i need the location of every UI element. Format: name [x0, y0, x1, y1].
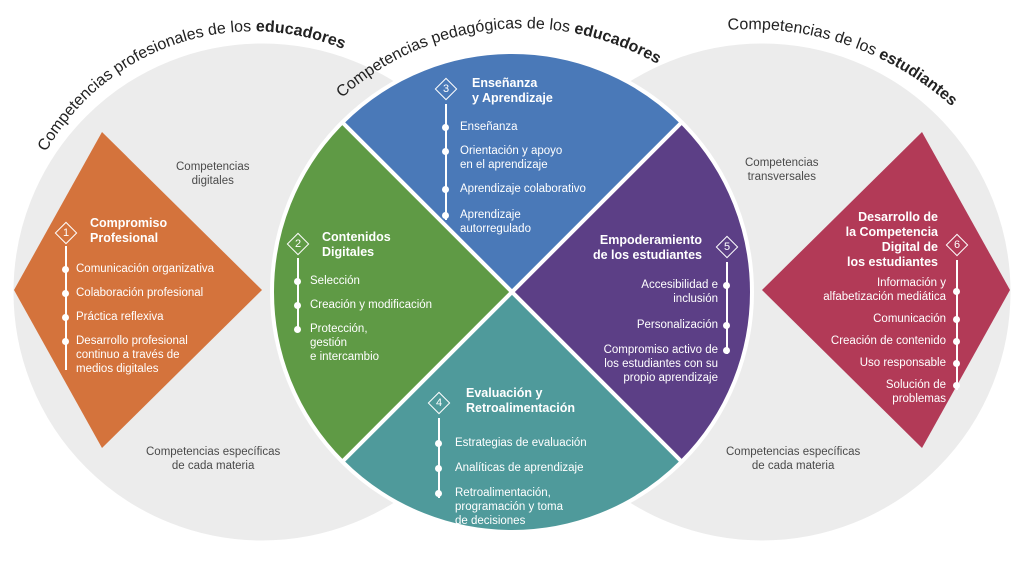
area-4-item: Analíticas de aprendizaje — [455, 462, 584, 474]
area-3-number-badge: 3 — [434, 77, 458, 101]
area-6-item: Comunicación — [873, 313, 946, 325]
area-5-shape — [512, 122, 753, 462]
area-3-item: Aprendizaje colaborativo — [460, 183, 586, 195]
area-1-item: Práctica reflexiva — [76, 311, 164, 323]
area-2-item: Creación y modificación — [310, 299, 433, 311]
area-6-number-badge: 6 — [945, 233, 969, 257]
area-4-item: Estrategias de evaluación — [455, 437, 587, 449]
area-1-item: Comunicación organizativa — [76, 263, 215, 275]
area-1-shape — [14, 132, 262, 448]
area-4-shape — [342, 292, 682, 533]
area-2-shape — [271, 122, 512, 462]
area-5-item: Personalización — [636, 319, 718, 331]
area-3-shape — [342, 51, 682, 292]
area-2-number-badge: 2 — [286, 232, 310, 256]
area-5-number-badge: 5 — [715, 235, 739, 259]
area-6-shape — [762, 132, 1010, 448]
area-3-item: Enseñanza — [460, 121, 518, 133]
area-4-number-badge: 4 — [427, 391, 451, 415]
area-1-item: Colaboración profesional — [76, 287, 204, 299]
area-6-item: Creación de contenido — [830, 335, 946, 347]
area-2-item: Selección — [310, 275, 360, 287]
area-6-item: Uso responsable — [859, 357, 946, 369]
area-1-number-badge: 1 — [54, 221, 78, 245]
